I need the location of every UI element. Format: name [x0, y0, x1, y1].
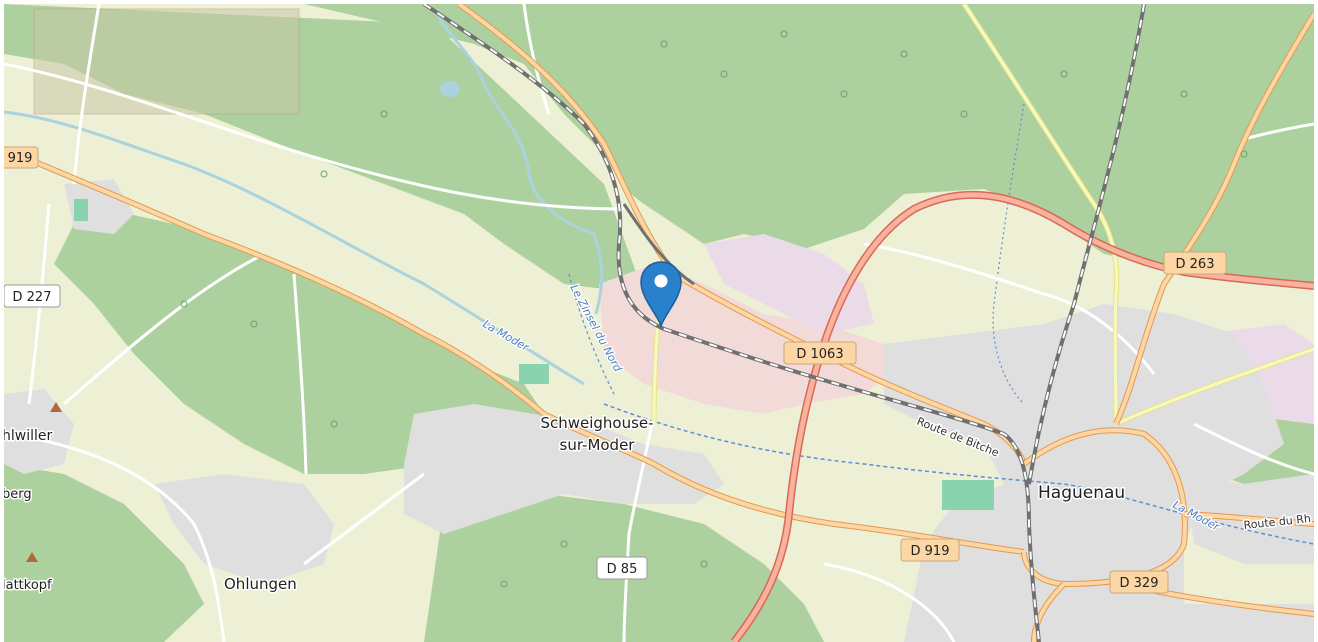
svg-text:D 227: D 227: [13, 290, 52, 305]
map-view[interactable]: 919 D 227 D 1063 D 263 D 919 D 85 D 329 …: [4, 4, 1314, 642]
place-label-hlwiller: hlwiller: [4, 428, 52, 444]
svg-text:D 263: D 263: [1176, 257, 1215, 272]
forest-southwest: [4, 464, 204, 642]
sports-field-1: [942, 480, 994, 510]
road-shield-d85: D 85: [596, 556, 648, 580]
pond: [440, 81, 460, 97]
primary-roads: [4, 4, 1314, 642]
svg-text:D 85: D 85: [607, 562, 638, 577]
road-shield-d919-west: 919: [4, 146, 39, 169]
svg-text:D 329: D 329: [1120, 576, 1159, 591]
map-canvas[interactable]: 919 D 227 D 1063 D 263 D 919 D 85 D 329 …: [4, 4, 1314, 642]
road-shield-d329: D 329: [1109, 570, 1169, 594]
stream-zinsel: [568, 273, 615, 395]
forest-tree-symbols: [180, 30, 1248, 588]
sports-field-2: [519, 364, 549, 384]
svg-text:D 1063: D 1063: [796, 347, 843, 362]
map-marker-icon[interactable]: [640, 261, 682, 329]
industrial-zone: [704, 234, 874, 334]
place-label-lattkopf: lattkopf: [4, 578, 52, 593]
minor-roads: [4, 4, 1314, 642]
road-shield-d263: D 263: [1163, 251, 1227, 275]
sports-field-3: [74, 199, 88, 221]
military-area: [33, 8, 300, 115]
place-label-ohlungen: Ohlungen: [224, 575, 297, 593]
forest-north: [4, 4, 1314, 284]
road-shield-d1063: D 1063: [783, 341, 857, 365]
road-shield-d919-south: D 919: [900, 538, 960, 562]
river-moder-north: [434, 8, 604, 315]
road-shield-d227: D 227: [4, 284, 61, 308]
residential-ohlungen: [154, 474, 334, 584]
place-label-schweighouse-2: sur-Moder: [560, 436, 636, 454]
place-label-haguenau: Haguenau: [1038, 483, 1125, 503]
peak-icon: [26, 552, 38, 562]
river-moder-west: [4, 110, 585, 386]
place-label-berg: berg: [4, 487, 32, 502]
river-moder-east: [603, 403, 1314, 545]
residential-schweighouse: [404, 404, 724, 534]
railways: [422, 4, 1146, 642]
peak-icon: [50, 402, 62, 412]
svg-text:D 919: D 919: [911, 544, 950, 559]
stream-east: [992, 103, 1025, 405]
svg-text:919: 919: [8, 151, 33, 166]
place-label-schweighouse: Schweighouse-: [540, 414, 653, 432]
